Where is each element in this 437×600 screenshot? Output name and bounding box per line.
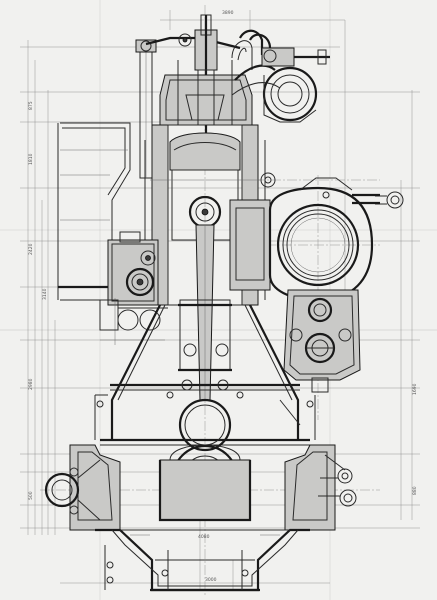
air-cooler (283, 289, 361, 393)
dim-label-vert-3: 2420 (28, 243, 34, 255)
bedplate (69, 444, 336, 592)
connecting-rod (178, 224, 232, 401)
dim-label-vert-5: 3140 (42, 288, 48, 300)
dimension-labels: 3890 875 1810 2420 2980 3140 500 1690 88… (28, 10, 418, 583)
turbocharger (268, 177, 380, 302)
dim-label-vert-2: 1810 (28, 153, 34, 165)
left-bracket (57, 122, 131, 301)
cylinder-liner (144, 124, 271, 306)
dim-label-vert-1: 875 (28, 101, 34, 110)
dim-label-top-span: 3890 (222, 10, 234, 16)
dim-label-bottom-1: 4080 (198, 534, 210, 540)
dim-label-vert-6: 500 (28, 491, 34, 500)
cylinder-head (135, 14, 281, 179)
camshaft-housing (99, 231, 168, 345)
dim-label-right-2: 880 (412, 486, 418, 495)
dim-label-bottom-2: 3000 (205, 577, 217, 583)
side-fittings (44, 400, 357, 521)
engine-frame (94, 304, 316, 446)
exhaust-outlet (249, 33, 330, 123)
dim-label-vert-4: 2980 (28, 378, 34, 390)
dim-label-right-1: 1690 (412, 383, 418, 395)
